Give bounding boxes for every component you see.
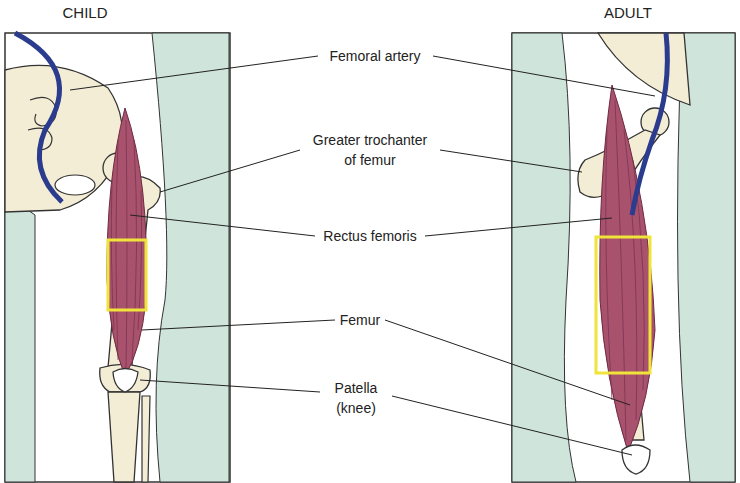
- injection-site: [108, 240, 146, 310]
- skin-region: [152, 33, 229, 482]
- skin-region: [512, 33, 576, 482]
- leader-line: [130, 215, 315, 236]
- panel-heading: ADULT: [588, 3, 668, 23]
- leader-line: [392, 396, 632, 455]
- panel-frame: [5, 33, 230, 482]
- obturator-foramen: [55, 175, 95, 195]
- part-label: Femur: [337, 310, 383, 330]
- muscle-fibers: [111, 120, 141, 370]
- rectus-femoris-muscle: [107, 108, 147, 376]
- leader-line: [385, 320, 630, 405]
- femoral-artery: [632, 33, 667, 215]
- muscle-fibers: [606, 100, 644, 440]
- injection-site: [596, 237, 650, 373]
- part-label: Patella (knee): [325, 378, 387, 418]
- leader-line: [70, 56, 318, 90]
- tibia-bone: [108, 392, 140, 482]
- leader-line: [440, 150, 582, 172]
- panel-heading: CHILD: [45, 3, 125, 23]
- leader-line: [142, 320, 335, 330]
- femoral-artery: [15, 33, 62, 202]
- patella-bone: [622, 445, 650, 474]
- leader-line: [425, 218, 612, 236]
- fibula-bone: [142, 396, 150, 482]
- leader-line: [140, 380, 320, 392]
- panel-frame: [512, 33, 735, 482]
- leader-line: [160, 150, 300, 192]
- patella-bone: [113, 369, 138, 393]
- leader-line: [433, 56, 655, 96]
- part-label: Femoral artery: [310, 46, 440, 66]
- part-label: Greater trochanter of femur: [306, 130, 434, 170]
- knee-condyles: [100, 364, 151, 392]
- skin-region: [5, 209, 35, 482]
- part-label: Rectus femoris: [305, 226, 435, 246]
- pelvis-bone: [5, 65, 122, 212]
